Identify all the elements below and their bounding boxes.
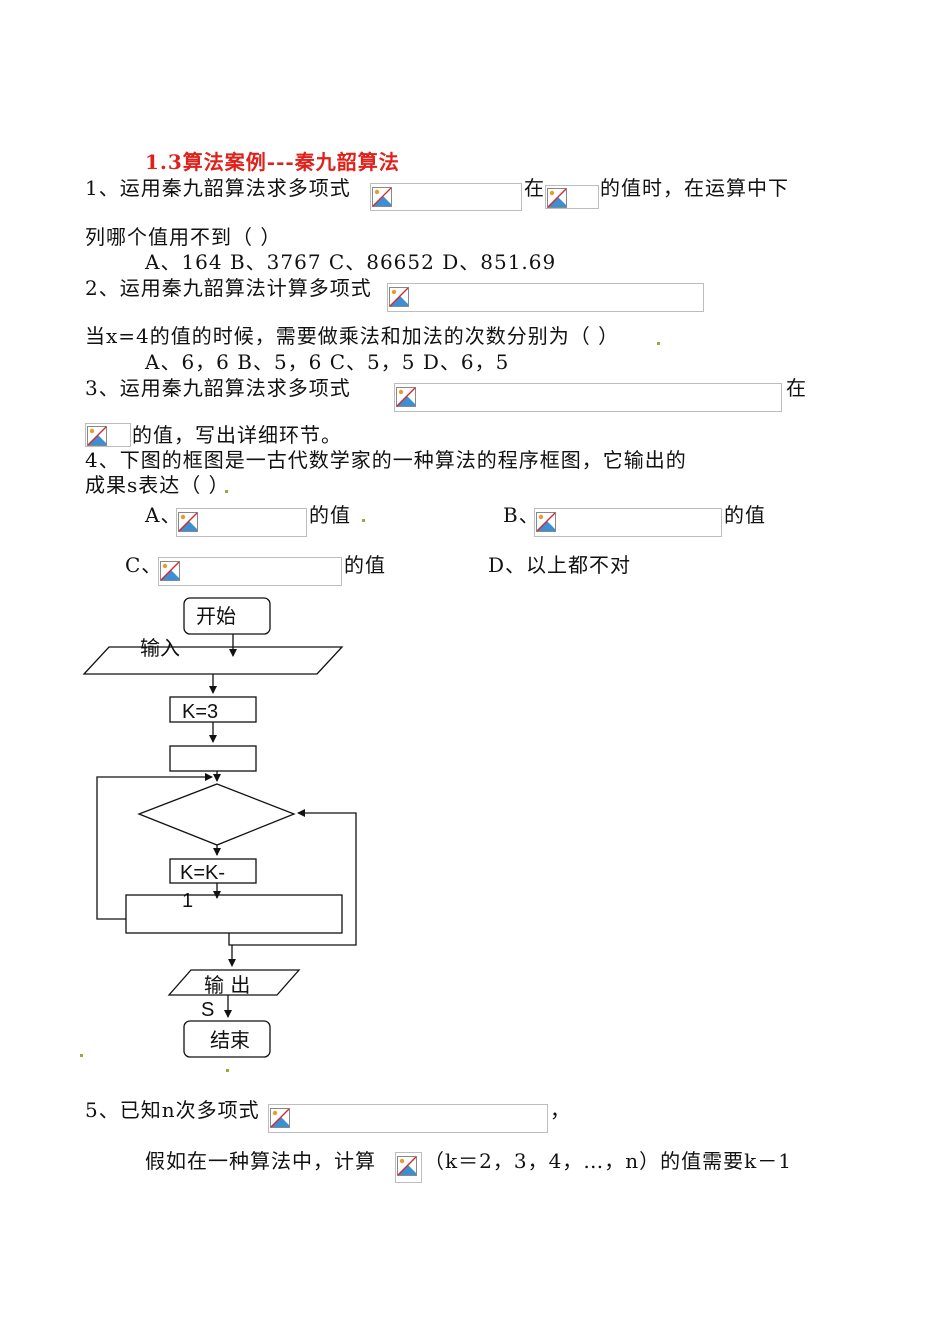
q4-option-a-label: A、: [145, 503, 182, 527]
formula-image: [394, 383, 782, 412]
q4-option-c-label: C、: [125, 553, 163, 577]
q4-option-b-label: B、: [503, 503, 540, 527]
stray-mark: [226, 1069, 229, 1072]
q2-choices: A、6，6 B、5，6 C、5，5 D、6，5: [145, 350, 510, 374]
formula-image: [387, 283, 704, 312]
input-parallelogram: [82, 646, 344, 675]
formula-image: [176, 508, 307, 537]
broken-image-icon: [270, 1108, 290, 1128]
q5-line1-a: 5、已知n次多项式: [85, 1098, 260, 1122]
q1-line1-a: 1、运用秦九韶算法求多项式: [85, 176, 351, 200]
flowchart-input-label: 输入: [140, 636, 180, 660]
page-title: 1.3算法案例---秦九韶算法: [145, 150, 400, 174]
stray-mark: [657, 342, 660, 345]
q5-line2-b: （k＝2，3，4，…，n）的值需要k－1: [424, 1149, 793, 1173]
stray-mark: [362, 519, 365, 522]
broken-image-icon: [160, 561, 180, 581]
q3-line1-b: 在: [786, 376, 807, 400]
decrement-box: [169, 858, 257, 884]
formula-image: [395, 1152, 422, 1183]
q5-line2-a: 假如在一种算法中，计算: [145, 1149, 376, 1173]
q4-option-c-suffix: 的值: [344, 553, 386, 577]
formula-image: [268, 1104, 548, 1133]
q1-line2: 列哪个值用不到（ ）: [85, 225, 282, 249]
decision-diamond: [137, 783, 296, 846]
broken-image-icon: [547, 188, 567, 208]
q1-line1-c: 的值时，在运算中下: [600, 176, 789, 200]
broken-image-icon: [87, 426, 107, 446]
formula-image: [85, 423, 131, 447]
q3-line2: 的值，写出详细环节。: [132, 423, 342, 447]
flowchart-output-var: S: [201, 999, 215, 1021]
q1-choices: A、164 B、3767 C、86652 D、851.69: [145, 250, 557, 274]
q4-option-b-suffix: 的值: [724, 503, 766, 527]
flowchart-start-label: 开始: [196, 604, 236, 628]
broken-image-icon: [178, 512, 198, 532]
q3-line1-a: 3、运用秦九韶算法求多项式: [85, 376, 351, 400]
formula-image: [545, 185, 599, 209]
formula-image: [158, 557, 342, 586]
loop-process-box: [125, 894, 343, 934]
flowchart-end-label: 结束: [210, 1028, 250, 1052]
broken-image-icon: [372, 187, 392, 207]
empty-process-box: [169, 745, 257, 772]
q2-line1: 2、运用秦九韶算法计算多项式: [85, 276, 372, 300]
q5-line1-b: ，: [550, 1098, 571, 1122]
end-terminal: [183, 1020, 271, 1058]
stray-mark: [225, 490, 228, 493]
start-terminal: [183, 597, 271, 635]
formula-image: [370, 183, 522, 211]
q2-line2: 当x=4的值的时候，需要做乘法和加法的次数分别为（ ）: [85, 324, 620, 348]
broken-image-icon: [397, 1156, 417, 1176]
broken-image-icon: [536, 512, 556, 532]
broken-image-icon: [389, 287, 409, 307]
q1-line1-b: 在: [524, 176, 545, 200]
stray-mark: [80, 1054, 83, 1057]
output-parallelogram: [167, 969, 301, 996]
flowchart-output-label: 输 出: [204, 973, 251, 997]
q4-line2: 成果s表达（ ）: [85, 473, 230, 497]
flowchart-decrement-label: K=K-: [180, 862, 226, 884]
q4-option-a-suffix: 的值: [309, 503, 351, 527]
flowchart-init-label: K=3: [182, 701, 219, 723]
q4-option-d: D、以上都不对: [488, 553, 632, 577]
formula-image: [534, 508, 722, 537]
broken-image-icon: [396, 387, 416, 407]
flowchart-decrement-label-cont: 1: [182, 890, 194, 912]
q4-line1: 4、下图的框图是一古代数学家的一种算法的程序框图，它输出的: [85, 448, 687, 472]
